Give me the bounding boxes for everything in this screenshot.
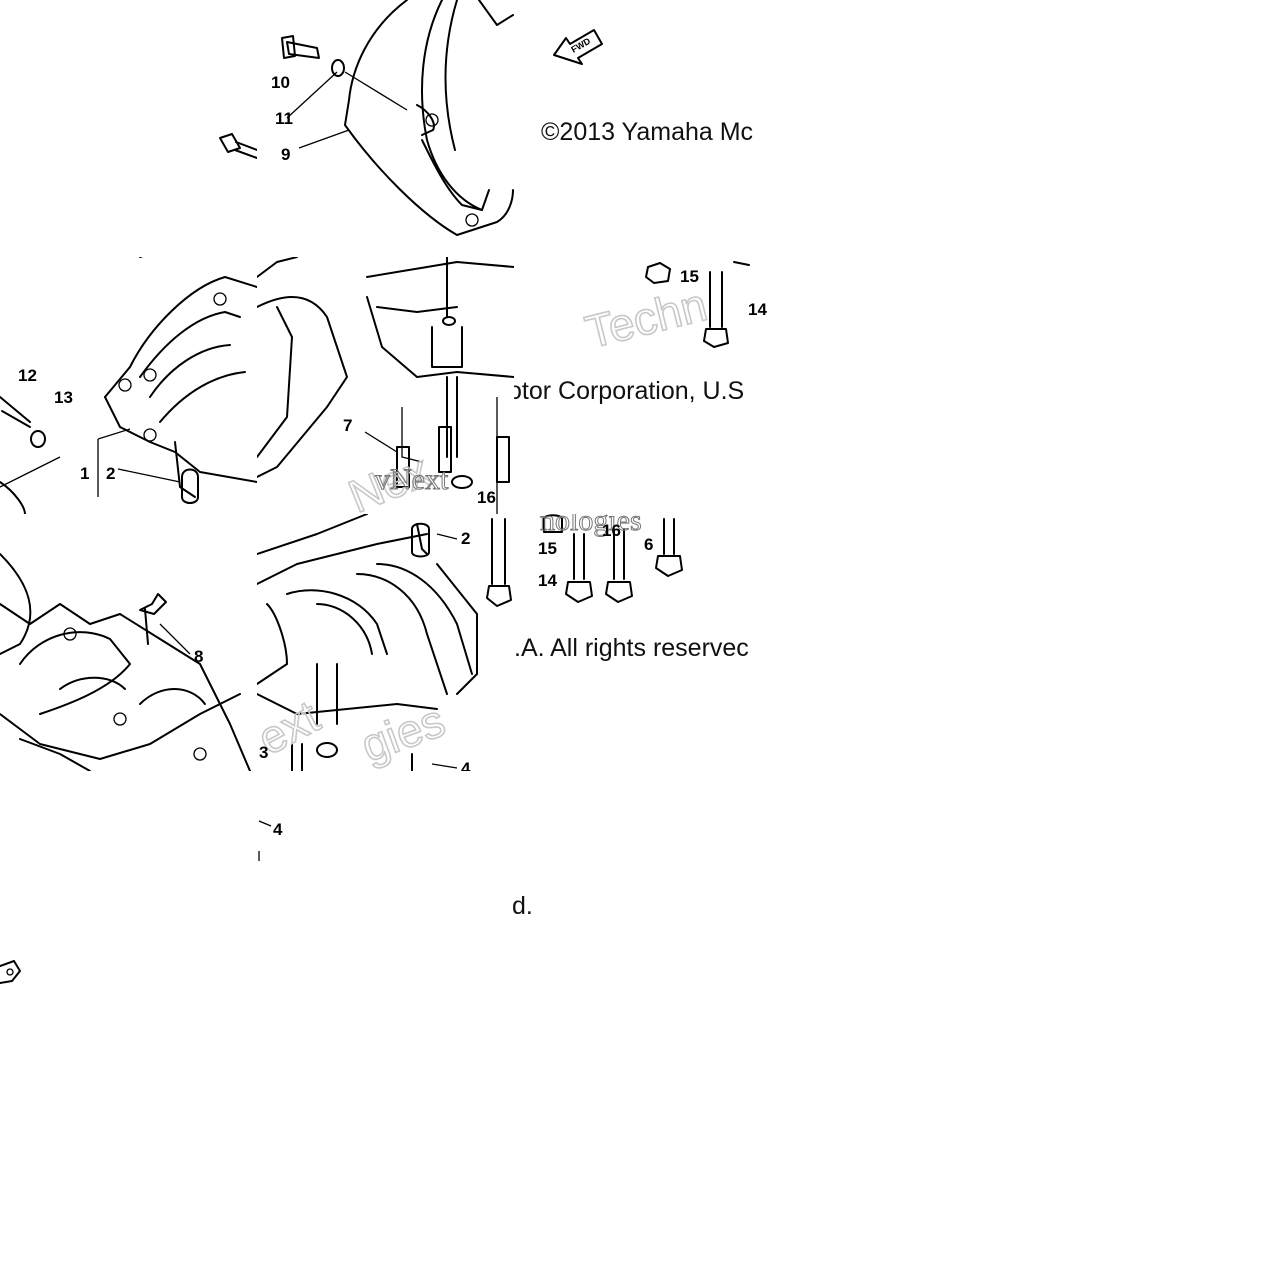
crankcase-drawing: 8 <box>0 553 251 771</box>
callout-7: 7 <box>343 416 352 435</box>
diagram-tile-bottom-center: 4 <box>257 771 514 1028</box>
diagram-tile-copyright-3: nologies 15 14 16 6 .A. All rights reser… <box>514 514 771 771</box>
diagram-tile-copyright-1: FWD ©2013 Yamaha Mc <box>514 0 771 257</box>
copyright-text-3: .A. All rights reservec <box>514 634 749 662</box>
copyright-text-2: otor Corporation, U.S <box>514 377 745 405</box>
forward-arrow-icon: FWD <box>553 29 603 65</box>
callout-4a: 4 <box>461 759 471 771</box>
diagram-tile-studs: Nex vNext 7 16 <box>257 257 514 514</box>
callout-16b: 16 <box>602 521 621 540</box>
callout-10: 10 <box>271 73 290 92</box>
callout-9: 9 <box>281 145 290 164</box>
callout-15b: 15 <box>538 539 557 558</box>
watermark-fragment-1: Techn <box>580 278 712 358</box>
diagram-tile-bolt <box>0 128 257 257</box>
watermark-fragment-2: vNext <box>375 463 449 496</box>
diagram-tile-crankcase-lower: ext gies 2 3 4 <box>257 514 514 771</box>
callout-14b: 14 <box>538 571 557 590</box>
diagram-tile-cylinder: 12 13 1 2 <box>0 257 257 514</box>
callout-13: 13 <box>54 388 73 407</box>
callout-6: 6 <box>644 535 653 554</box>
diagram-tile-copyright-2: Techn 15 14 otor Corporation, U.S <box>514 257 771 514</box>
diagram-tile-crankcase: 8 <box>0 514 257 771</box>
callout-2a: 2 <box>106 464 115 483</box>
callout-4b: 4 <box>273 820 283 839</box>
callout-16a: 16 <box>477 488 496 507</box>
callout-8: 8 <box>194 647 203 666</box>
callout-1: 1 <box>80 464 89 483</box>
diagram-tile-cover: 10 11 9 <box>257 0 514 257</box>
callout-3: 3 <box>259 743 268 762</box>
callout-12: 12 <box>18 366 37 385</box>
callout-2b: 2 <box>461 529 470 548</box>
crankcase-cover-drawing: 10 11 9 <box>271 0 514 236</box>
callout-15a: 15 <box>680 267 699 286</box>
watermark-fragment-4: nologies <box>540 514 642 537</box>
callout-14a: 14 <box>748 300 767 319</box>
callout-11: 11 <box>275 109 293 128</box>
copyright-text-1: ©2013 Yamaha Mc <box>541 118 754 146</box>
watermark-fragment-6: gies <box>354 694 451 771</box>
copyright-text-4: d. <box>512 892 533 920</box>
diagram-tile-bottom-left <box>0 771 257 1028</box>
cylinder-block-drawing: 12 13 1 2 <box>0 257 257 514</box>
studs-drawing: Nex vNext 7 16 <box>257 257 514 514</box>
